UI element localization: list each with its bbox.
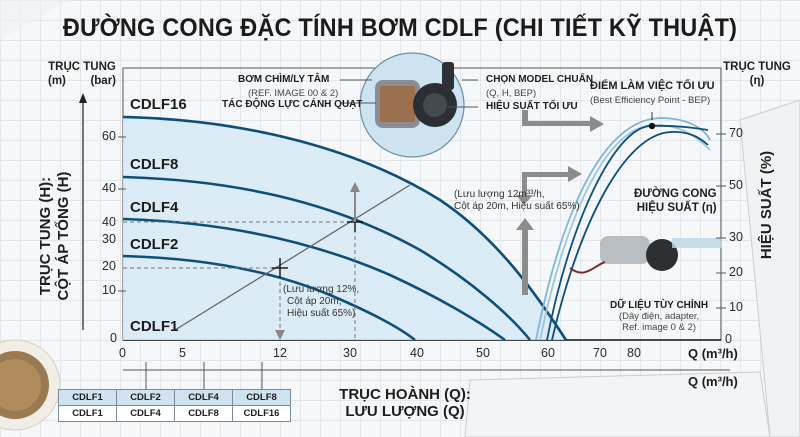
x-tick: 70: [593, 346, 607, 360]
x-axis-label-line1: TRỤC HOÀNH (Q):: [339, 386, 471, 403]
series-label-cdlf1: CDLF1: [130, 318, 179, 335]
y-tick: 30: [102, 232, 116, 246]
table-cell: CDLF16: [232, 405, 291, 422]
head-curves: [122, 115, 568, 342]
bep-subtitle: (Best Efficiency Point - BEP): [590, 95, 711, 106]
series-label-cdlf4: CDLF4: [130, 199, 179, 216]
page-title: ĐƯỜNG CONG ĐẶC TÍNH BƠM CDLF (CHI TIẾT K…: [62, 14, 738, 42]
right-axis-label: HIỆU SUẤT (%): [758, 150, 775, 260]
y-tick: 40: [102, 181, 116, 195]
series-label-cdlf8: CDLF8: [130, 156, 179, 173]
y-tick: 0: [110, 331, 117, 345]
left-axis-head: TRỤC TUNG (m) (bar): [44, 60, 120, 88]
series-label-cdlf16: CDLF16: [130, 96, 187, 113]
op2-line2: Cột áp 20m, Hiệu suất 65%): [454, 201, 580, 212]
left-axis-label-line1: TRỤC TUNG (H):: [37, 176, 54, 296]
right-axis-head-unit: (η): [749, 75, 765, 87]
callout-pump-ref: (REF. IMAGE 00 & 2): [248, 88, 339, 99]
y2-tick: 30: [729, 230, 743, 244]
table-cell: CDLF4: [116, 405, 175, 422]
y-tick: 20: [102, 259, 116, 273]
x-axis-label-line2: LƯU LƯỢNG (Q): [345, 403, 465, 420]
custom-data-sub1: (Dây điện, adapter,: [618, 311, 700, 322]
op1-line3: Hiệu suất 65%): [287, 308, 356, 319]
table-cell: CDLF1: [58, 389, 117, 406]
right-axis-head: TRỤC TUNG (η): [722, 60, 792, 88]
custom-data-title: DỮ LIỆU TÙY CHỈNH: [610, 300, 709, 311]
y-tick: 10: [102, 283, 116, 297]
op1-line1: (Lưu lượng 12%,: [283, 284, 360, 295]
x-axis-unit-secondary: Q (m³/h): [688, 374, 738, 389]
y2-tick: 10: [729, 300, 743, 314]
right-axis-head-title: TRỤC TUNG: [723, 61, 791, 73]
y2-tick: 0: [725, 332, 732, 346]
callout-pump-type: BƠM CHÌM/LY TÂM: [238, 74, 330, 85]
y-tick: 60: [102, 129, 116, 143]
series-label-cdlf2: CDLF2: [130, 236, 179, 253]
x-tick: 30: [343, 346, 357, 360]
operating-point-2-note: (Lưu lượng 12m³³/h, Cột áp 20m, Hiệu suấ…: [454, 189, 580, 213]
table-row: CDLF1 CDLF2 CDLF4 CDLF8: [58, 389, 291, 406]
left-axis-head-title: TRỤC TUNG: [48, 61, 116, 73]
callout-optimal-efficiency: HIỆU SUẤT TỐI ƯU: [486, 101, 578, 112]
table-cell: CDLF8: [232, 389, 291, 406]
x-tick: 50: [476, 346, 490, 360]
custom-data-callout: DỮ LIỆU TÙY CHỈNH (Dây điện, adapter, Re…: [610, 300, 708, 333]
bep-title: ĐIỂM LÀM VIỆC TỐI ƯU: [590, 80, 715, 92]
x-axis-label: TRỤC HOÀNH (Q): LƯU LƯỢNG (Q): [330, 386, 480, 420]
op1-line2: Cột áp 20m,: [287, 296, 342, 307]
table-cell: CDLF4: [174, 389, 233, 406]
operating-point-1-note: (Lưu lượng 12%, Cột áp 20m, Hiệu suất 65…: [283, 284, 359, 320]
left-axis-label: TRỤC TUNG (H): CỘT ÁP TỔNG (H): [37, 141, 73, 331]
table-cell: CDLF2: [116, 389, 175, 406]
y2-tick: 70: [729, 126, 743, 140]
efficiency-curve-label: ĐƯỜNG CONG HIỆU SUẤT (η): [634, 187, 717, 215]
op2-line1: (Lưu lượng 12m³³/h,: [454, 189, 545, 200]
left-axis-unit-m: (m): [48, 75, 66, 87]
y2-tick: 50: [729, 178, 743, 192]
table-cell: CDLF1: [58, 405, 117, 422]
eff-curve-line1: ĐƯỜNG CONG: [634, 188, 717, 200]
table-cell: CDLF8: [174, 405, 233, 422]
x-tick: 5: [179, 346, 186, 360]
y-tick: 40: [102, 215, 116, 229]
eff-curve-line2: HIỆU SUẤT (η): [636, 202, 717, 214]
left-axis-label-line2: CỘT ÁP TỔNG (H): [55, 171, 72, 301]
left-axis-unit-bar: (bar): [90, 75, 116, 87]
callout-impeller: TÁC ĐỘNG LỰC CÁNH QUẠT: [222, 99, 363, 110]
model-mapping-table: CDLF1 CDLF2 CDLF4 CDLF8 CDLF1 CDLF4 CDLF…: [58, 389, 291, 422]
callout-model-select: CHỌN MODEL CHUẨN: [486, 74, 594, 85]
x-tick: 60: [541, 346, 555, 360]
table-row: CDLF1 CDLF4 CDLF8 CDLF16: [58, 405, 291, 422]
y2-tick: 20: [729, 265, 743, 279]
x-tick: 40: [410, 346, 424, 360]
x-axis-unit: Q (m³/h): [688, 346, 738, 361]
x-tick: 80: [627, 346, 641, 360]
x-tick: 0: [119, 346, 126, 360]
custom-data-sub2: Ref. image 0 & 2): [622, 322, 697, 333]
x-tick: 12: [273, 346, 287, 360]
callout-model-select-sub: (Q, H, BEP): [486, 88, 537, 99]
